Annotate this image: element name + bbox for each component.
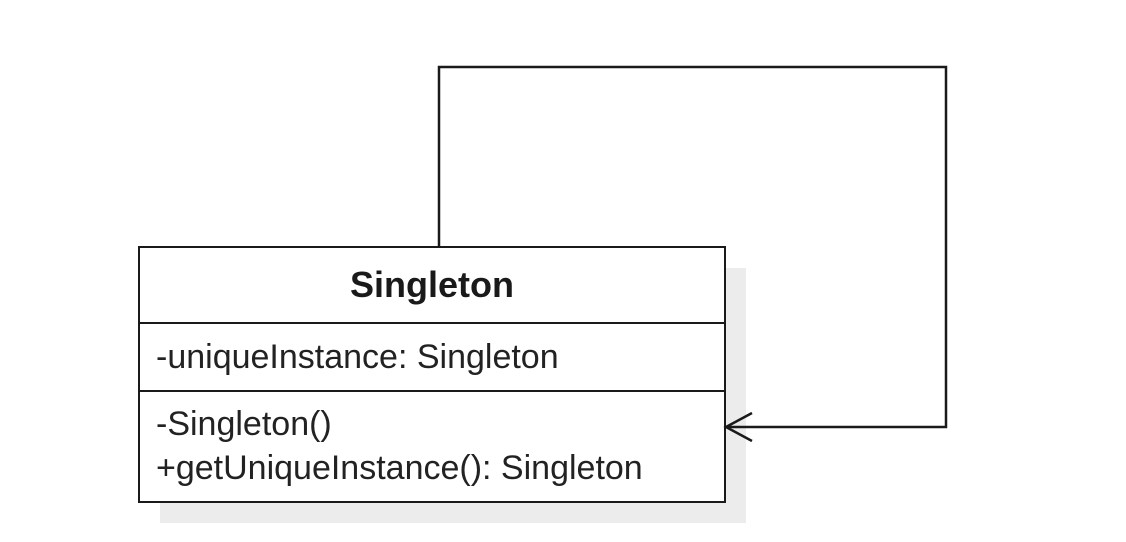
class-box-singleton[interactable]: Singleton -uniqueInstance: Singleton -Si… <box>138 246 726 503</box>
class-attributes-compartment: -uniqueInstance: Singleton <box>140 324 724 392</box>
attribute-unique-instance: -uniqueInstance: Singleton <box>156 337 559 376</box>
class-operations-compartment: -Singleton() +getUniqueInstance(): Singl… <box>140 392 724 490</box>
operation-constructor: -Singleton() <box>156 405 332 443</box>
operation-get-unique-instance: +getUniqueInstance(): Singleton <box>156 449 643 487</box>
class-name: Singleton <box>140 248 724 324</box>
